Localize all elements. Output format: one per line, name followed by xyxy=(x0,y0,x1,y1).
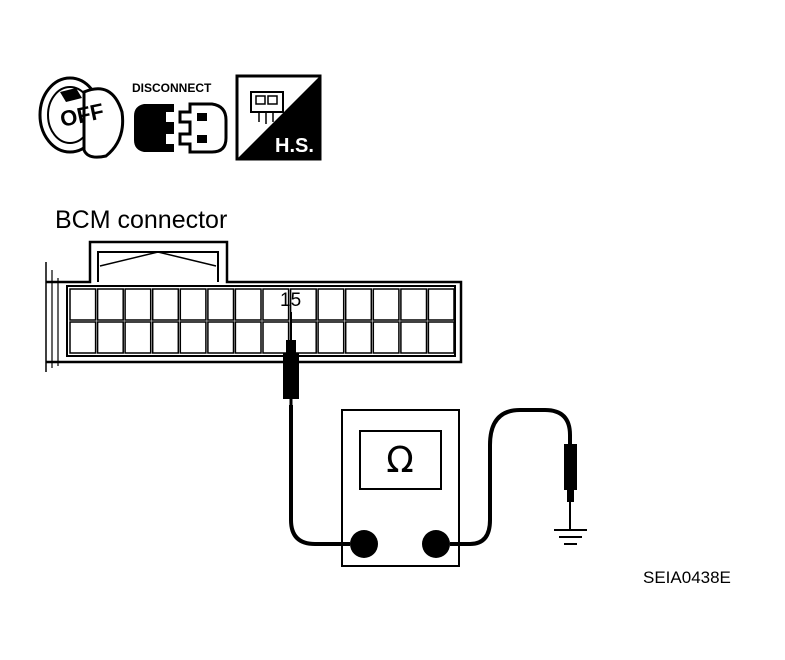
connector-cavity xyxy=(427,288,455,321)
connector-cavity xyxy=(427,321,455,354)
connector-cavity xyxy=(96,288,124,321)
disconnect-label: DISCONNECT xyxy=(132,81,212,95)
connector-cavity xyxy=(207,288,235,321)
bcm-connector: 15 xyxy=(45,240,463,372)
connector-cavity xyxy=(262,288,290,321)
connector-cavity xyxy=(151,321,180,354)
terminal-15-label: 15 xyxy=(280,290,301,311)
connector-cavity xyxy=(234,321,262,354)
connector-cavity xyxy=(317,288,345,321)
connector-cavity-grid xyxy=(69,288,455,354)
connector-cavity xyxy=(124,288,152,321)
harness-side-label: H.S. xyxy=(275,135,314,157)
connector-cavity xyxy=(234,288,262,321)
connector-cavity xyxy=(262,321,290,354)
probe-terminal-15 xyxy=(283,312,299,405)
connector-cavity xyxy=(372,288,400,321)
disconnect-icon: DISCONNECT xyxy=(132,81,228,154)
connector-cavity xyxy=(69,288,97,321)
connector-cavity xyxy=(344,321,373,354)
connector-title: BCM connector xyxy=(55,206,227,234)
meter-terminal-right xyxy=(422,530,450,558)
ground-symbol xyxy=(554,529,587,545)
connector-cavity xyxy=(207,321,235,354)
connector-cavity xyxy=(69,321,97,354)
connector-cavity xyxy=(96,321,124,354)
lead-wire-right xyxy=(450,408,572,546)
connector-cavity xyxy=(344,288,373,321)
lead-wire-left xyxy=(289,405,350,546)
connector-cavity xyxy=(289,288,317,321)
connector-cavity xyxy=(151,288,180,321)
connector-cavity xyxy=(400,288,428,321)
ohm-symbol: Ω xyxy=(386,440,414,481)
figure-code: SEIA0438E xyxy=(643,568,731,587)
ohmmeter: Ω xyxy=(341,409,460,567)
meter-terminal-left xyxy=(350,530,378,558)
connector-cavity xyxy=(400,321,428,354)
connector-cavity xyxy=(179,321,207,354)
connector-cavity xyxy=(179,288,207,321)
ground-probe xyxy=(564,444,577,530)
connector-cavity xyxy=(317,321,345,354)
harness-side-icon: H.S. xyxy=(235,74,322,161)
ignition-off-icon: OFF xyxy=(38,76,125,159)
connector-cavity xyxy=(372,321,400,354)
connector-cavity xyxy=(124,321,152,354)
